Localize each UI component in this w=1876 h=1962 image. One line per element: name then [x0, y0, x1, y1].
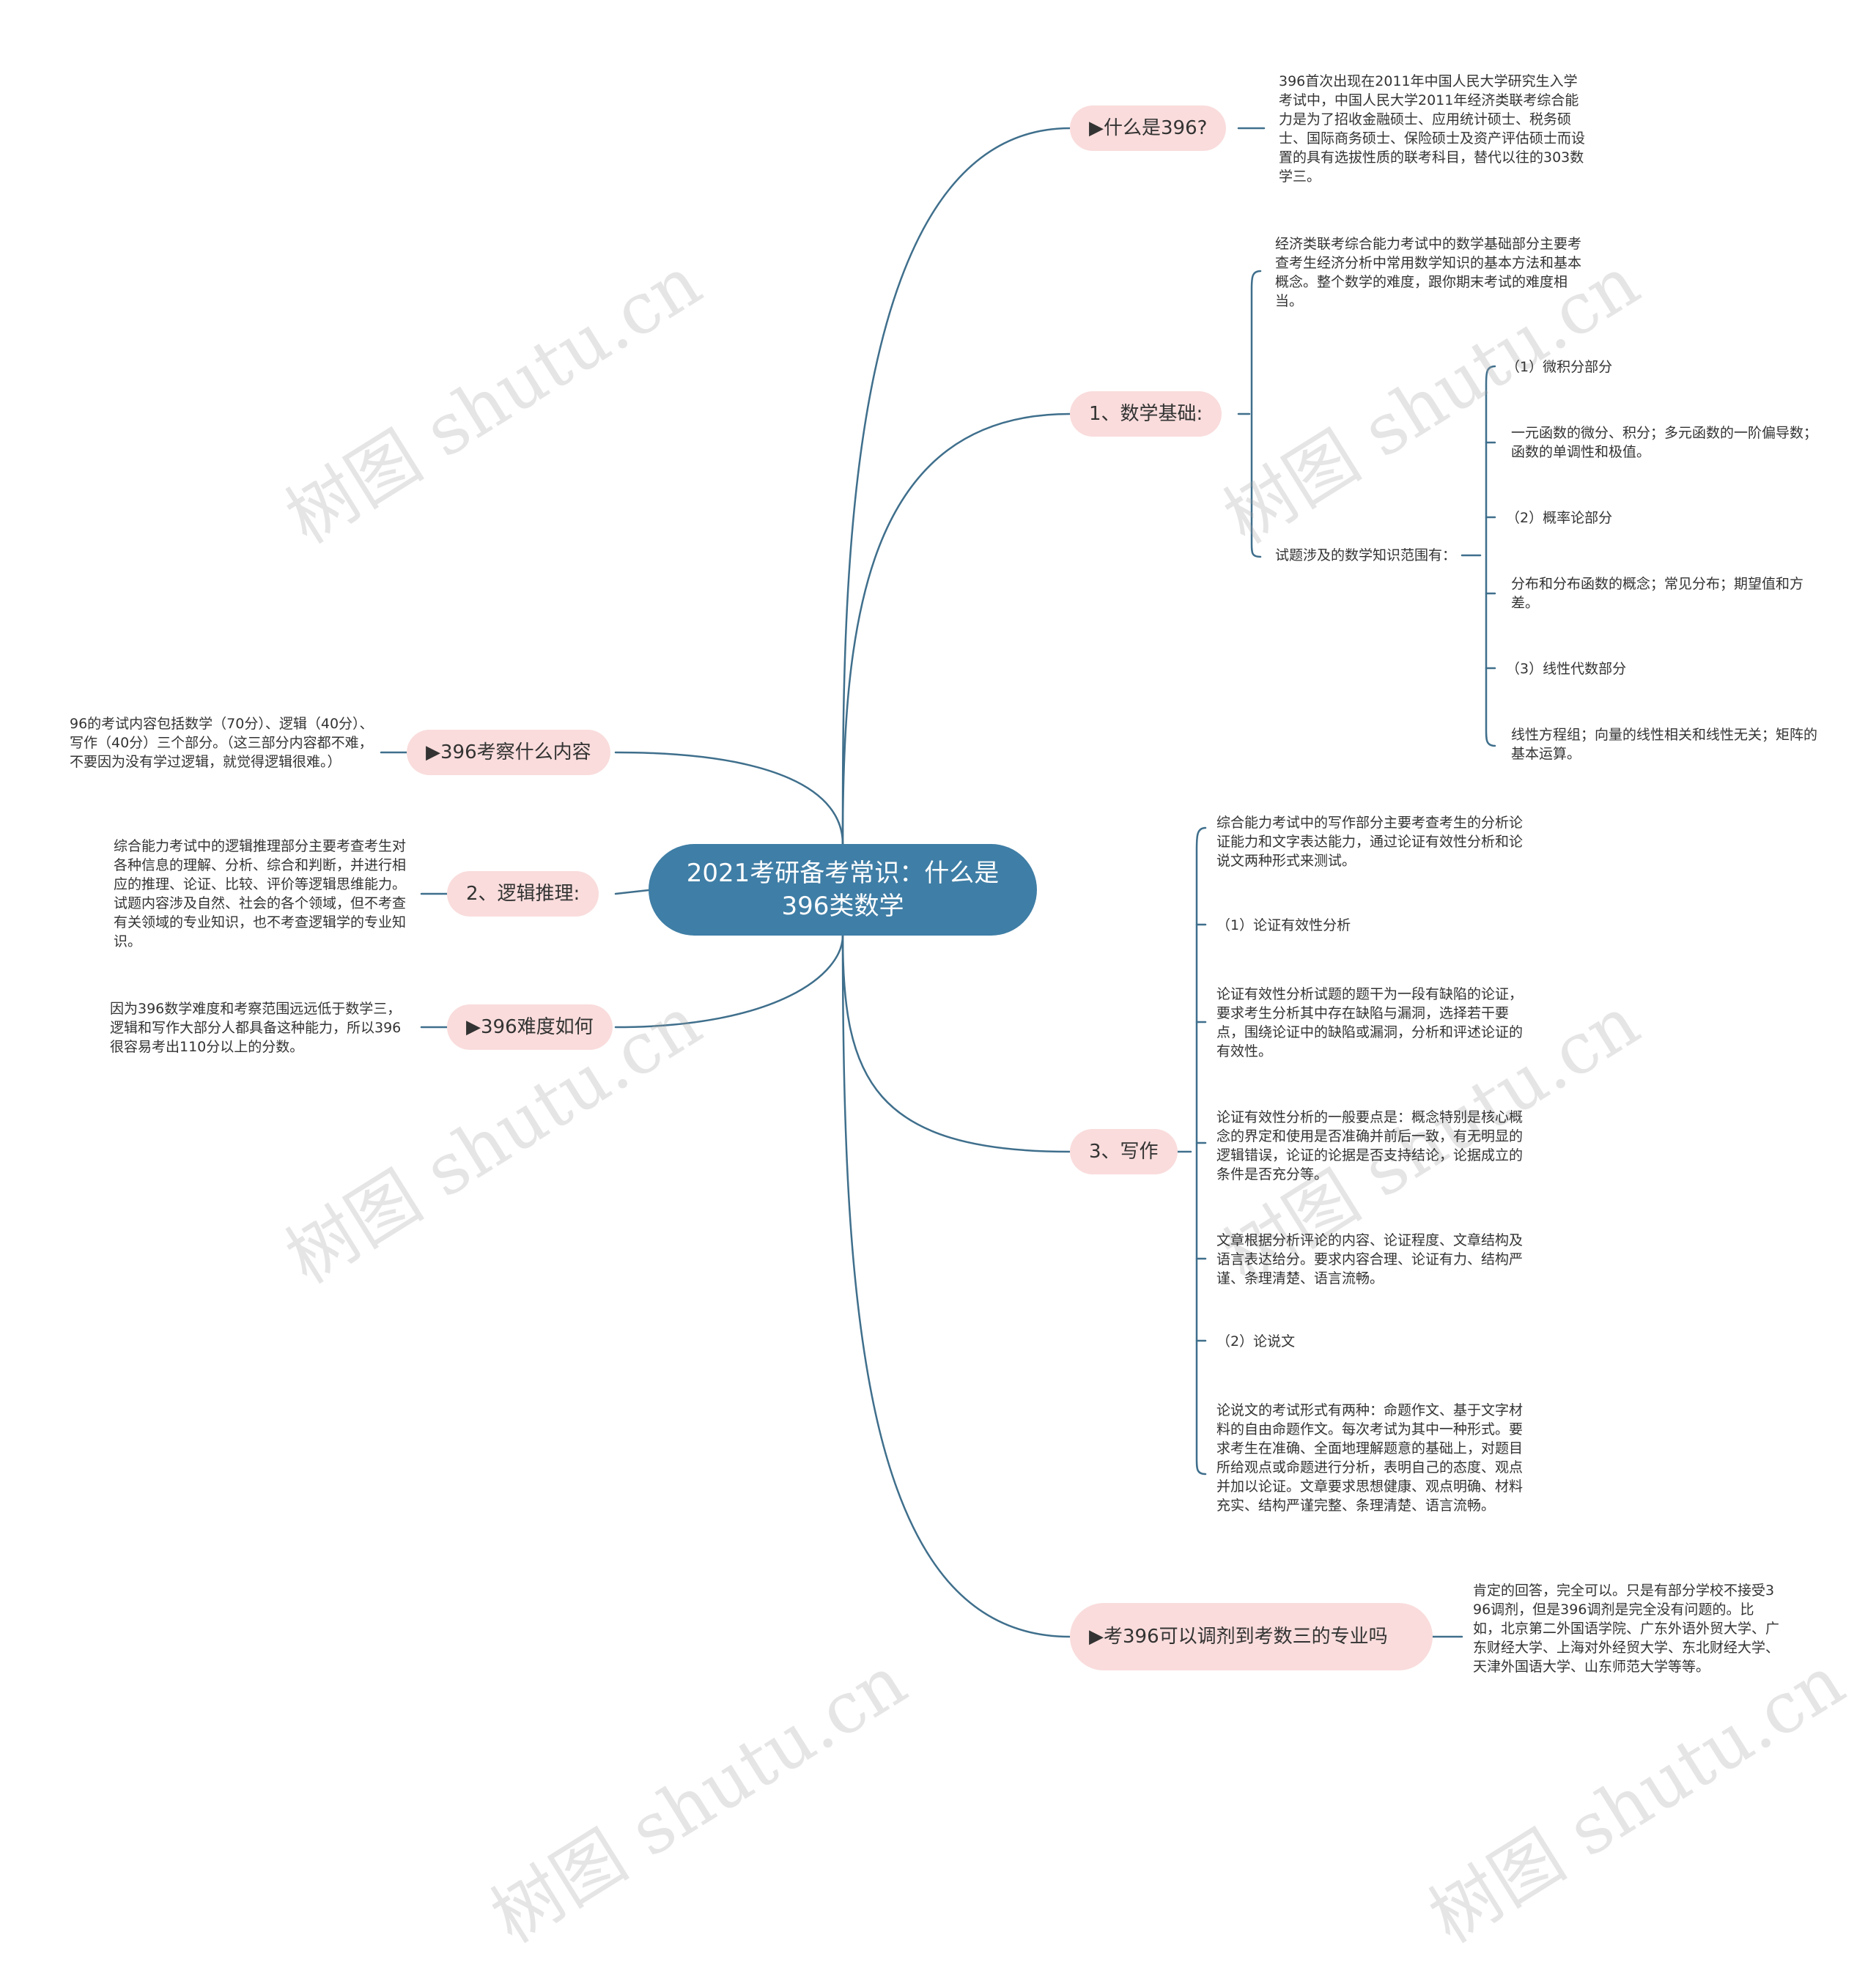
note-logic: 综合能力考试中的逻辑推理部分主要考查考生对各种信息的理解、分析、综合和判断，并进…: [114, 838, 407, 949]
branch-math-basics[interactable]: 1、数学基础:: [1070, 391, 1222, 437]
edge-root-writing: [841, 934, 1071, 1153]
branch-adjust-to-math3[interactable]: ▶考396可以调剂到考数三的专业吗: [1070, 1603, 1433, 1670]
edge-root-difficulty: [614, 934, 844, 1029]
writing-argument-desc: 论证有效性分析试题的题干为一段有缺陷的论证，要求考生分析其中存在缺陷与漏洞，选择…: [1216, 986, 1524, 1059]
branch-difficulty[interactable]: ▶396难度如何: [447, 1004, 613, 1050]
edge-scope-ticks: [1485, 441, 1496, 670]
edge-math-bracket: [1237, 270, 1262, 558]
writing-argument-title: （1）论证有效性分析: [1216, 917, 1351, 933]
edge-root-what396: [841, 127, 1071, 845]
edge-scope-bracket: [1460, 365, 1496, 747]
note-396-content: 96的考试内容包括数学（70分）、逻辑（40分）、写作（40分）三个部分。（这三…: [70, 716, 374, 770]
branch-logic[interactable]: 2、逻辑推理:: [447, 871, 599, 917]
math-item-linear-algebra-detail: 线性方程组；向量的线性相关和线性无关；矩阵的基本运算。: [1511, 727, 1818, 762]
math-scope-label: 试题涉及的数学知识范围有：: [1275, 547, 1457, 563]
math-item-probability-detail: 分布和分布函数的概念；常见分布；期望值和方差。: [1511, 576, 1804, 611]
branch-what-is-396[interactable]: ▶什么是396?: [1070, 105, 1227, 151]
math-item-calculus: （1）微积分部分: [1506, 359, 1613, 375]
writing-intro: 综合能力考试中的写作部分主要考查考生的分析论证能力和文字表达能力，通过论证有效性…: [1216, 815, 1524, 869]
edge-writing-bracket: [1175, 826, 1207, 1476]
note-math-intro: 经济类联考综合能力考试中的数学基础部分主要考查考生经济分析中常用数学知识的基本方…: [1275, 236, 1582, 309]
writing-argument-points: 论证有效性分析的一般要点是：概念特别是核心概念的界定和使用是否准确并前后一致，有…: [1216, 1109, 1524, 1182]
root-node[interactable]: 2021考研备考常识：什么是396类数学: [649, 844, 1037, 936]
note-difficulty: 因为396数学难度和考察范围远远低于数学三，逻辑和写作大部分人都具备这种能力，所…: [110, 1001, 402, 1055]
writing-essay-desc: 论说文的考试形式有两种：命题作文、基于文字材料的自由命题作文。每次考试为其中一种…: [1216, 1402, 1524, 1514]
writing-essay-title: （2）论说文: [1216, 1333, 1296, 1350]
edge-writing-ticks: [1195, 923, 1207, 1342]
edge-root-math: [841, 412, 1071, 845]
edge-root-adjust: [841, 934, 1071, 1638]
note-adjust: 肯定的回答，完全可以。只是有部分学校不接受396调剂，但是396调剂是完全没有问…: [1473, 1582, 1780, 1675]
writing-argument-scoring: 文章根据分析评论的内容、论证程度、文章结构及语言表达给分。要求内容合理、论证有力…: [1216, 1232, 1524, 1287]
edge-root-logic: [614, 889, 650, 895]
edge-root-content: [614, 751, 844, 845]
branch-396-content[interactable]: ▶396考察什么内容: [407, 730, 610, 775]
math-item-linear-algebra: （3）线性代数部分: [1506, 661, 1627, 677]
branch-writing[interactable]: 3、写作: [1070, 1129, 1178, 1174]
note-what-is-396: 396首次出现在2011年中国人民大学研究生入学考试中，中国人民大学2011年经…: [1279, 73, 1586, 185]
math-item-calculus-detail: 一元函数的微分、积分；多元函数的一阶偏导数；函数的单调性和极值。: [1511, 425, 1818, 460]
math-item-probability: （2）概率论部分: [1506, 510, 1613, 526]
connector-lines: [380, 127, 1496, 1638]
